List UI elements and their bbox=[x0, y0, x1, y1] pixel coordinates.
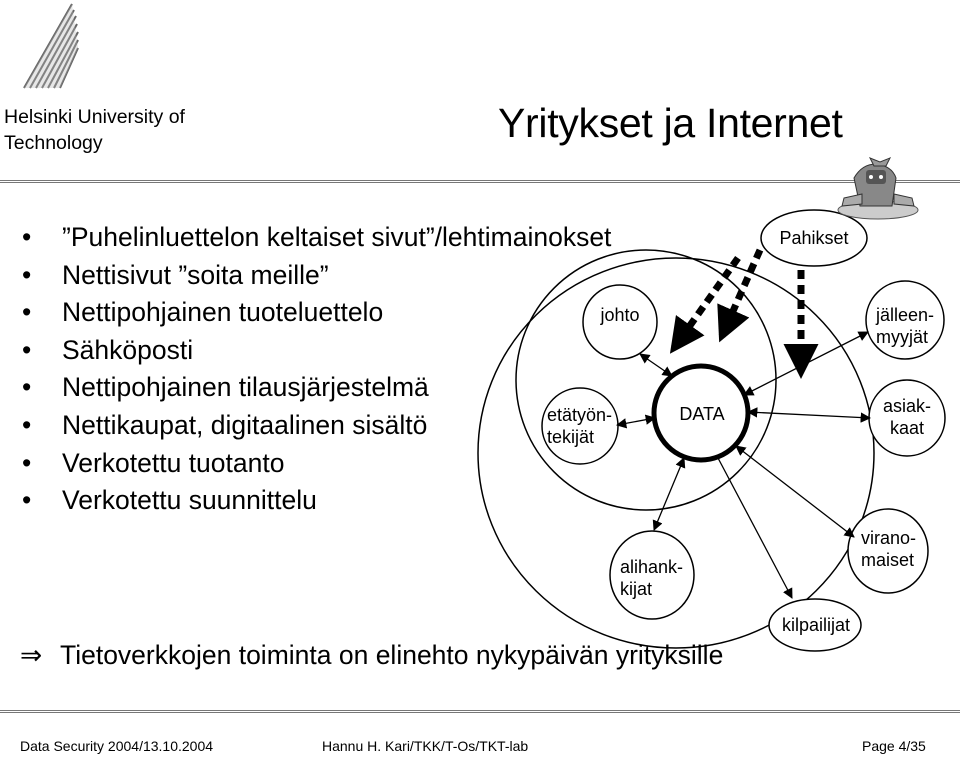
slide-title: Yritykset ja Internet bbox=[498, 100, 843, 146]
bullet-list: ”Puhelinluettelon keltaiset sivut”/lehti… bbox=[22, 222, 611, 523]
footer-center: Hannu H. Kari/TKK/T-Os/TKT-lab bbox=[322, 738, 529, 754]
footer-page-number: Page 4/35 bbox=[862, 738, 926, 754]
bullet-item: Verkotettu suunnittelu bbox=[22, 485, 611, 523]
university-logo bbox=[23, 3, 79, 89]
alihankkijat-label: alihank- kijat bbox=[620, 557, 684, 599]
data-label: DATA bbox=[679, 404, 725, 424]
bullet-item: Sähköposti bbox=[22, 335, 611, 373]
footer-divider bbox=[0, 710, 960, 713]
kilpailijat-label: kilpailijat bbox=[781, 615, 851, 635]
header-divider bbox=[0, 180, 960, 183]
pahikset-node bbox=[760, 209, 868, 267]
conclusion-line: ⇒ Tietoverkkojen toiminta on elinehto nyk… bbox=[20, 640, 723, 671]
kilpailijat-node bbox=[768, 598, 862, 652]
bullet-item: Nettisivut ”soita meille” bbox=[22, 260, 611, 298]
alihankkijat-node bbox=[609, 530, 695, 620]
university-name: Helsinki University of Technology bbox=[4, 106, 185, 154]
hacker-figure-icon bbox=[837, 157, 919, 220]
conclusion-text: Tietoverkkojen toiminta on elinehto nyky… bbox=[60, 640, 724, 670]
bullet-item: Nettikaupat, digitaalinen sisältö bbox=[22, 410, 611, 448]
jalleenmyyjat-label: jälleen- myyjät bbox=[876, 305, 935, 347]
pahikset-label: Pahikset bbox=[779, 228, 849, 248]
viranomaiset-node bbox=[847, 508, 929, 594]
bullet-item: Nettipohjainen tuoteluettelo bbox=[22, 297, 611, 335]
footer-left: Data Security 2004/13.10.2004 bbox=[20, 738, 214, 754]
bullet-item: ”Puhelinluettelon keltaiset sivut”/lehti… bbox=[22, 222, 611, 260]
viranomaiset-label: virano- maiset bbox=[861, 528, 917, 570]
jalleenmyyjat-node bbox=[865, 280, 945, 360]
implies-arrow-icon: ⇒ bbox=[20, 640, 43, 670]
asiakkaat-label: asiak- kaat bbox=[882, 396, 931, 438]
bullet-item: Nettipohjainen tilausjärjestelmä bbox=[22, 372, 611, 410]
bullet-item: Verkotettu tuotanto bbox=[22, 448, 611, 486]
